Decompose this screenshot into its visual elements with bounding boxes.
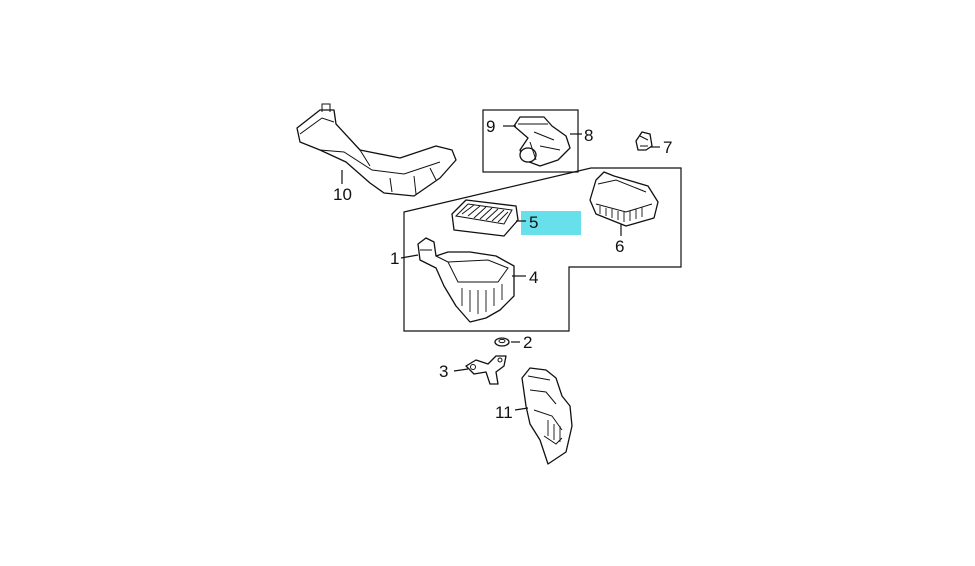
housing-group-frame [403, 167, 682, 332]
callout-6: 6 [615, 237, 624, 256]
callout-1: 1 [390, 249, 399, 268]
callout-7: 7 [663, 138, 672, 157]
upper-cover-icon[interactable] [589, 171, 659, 227]
air-cleaner-housing-icon[interactable] [417, 237, 515, 323]
clip-icon[interactable] [635, 131, 653, 151]
callout-5: 5 [529, 213, 538, 232]
intake-hose-group-frame [482, 109, 579, 173]
callout-11: 11 [495, 403, 513, 422]
bracket-icon[interactable] [465, 355, 507, 385]
callout-2: 2 [523, 333, 532, 352]
highlight-box [521, 211, 581, 235]
intake-hose-assembly-icon[interactable] [513, 116, 571, 167]
resonator-duct-icon[interactable] [521, 367, 573, 465]
callout-3: 3 [439, 362, 448, 381]
callout-9: 9 [486, 117, 495, 136]
callout-4: 4 [529, 268, 538, 287]
leader-lines [341, 125, 660, 411]
callout-10: 10 [333, 185, 352, 204]
intake-duct-icon[interactable] [296, 103, 457, 197]
callout-8: 8 [584, 126, 593, 145]
air-filter-element-icon[interactable] [451, 199, 519, 237]
grommet-icon[interactable] [494, 337, 510, 347]
